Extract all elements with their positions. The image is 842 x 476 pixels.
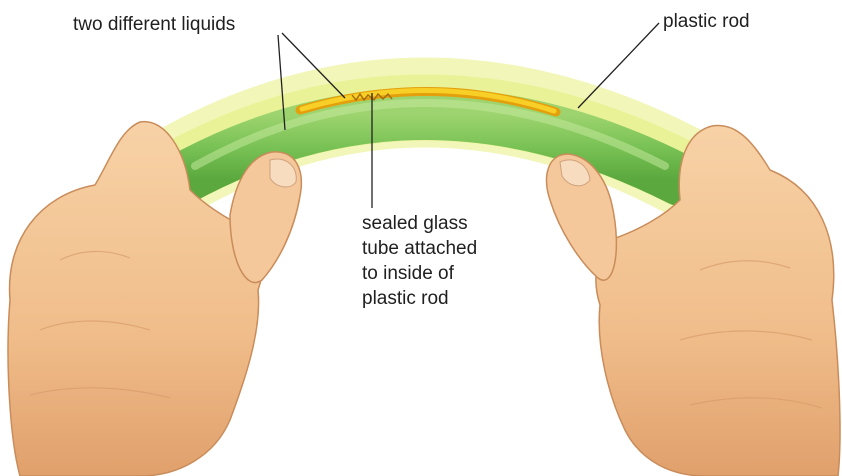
label-line: to inside of	[362, 261, 477, 286]
label-two-different-liquids: two different liquids	[73, 12, 235, 37]
label-line: tube attached	[362, 236, 477, 261]
left-hand	[8, 122, 301, 476]
label-line: plastic rod	[362, 286, 477, 311]
right-hand	[547, 125, 840, 476]
label-sealed-glass-tube: sealed glass tube attached to inside of …	[362, 211, 477, 311]
label-plastic-rod: plastic rod	[663, 9, 750, 34]
label-line: sealed glass	[362, 211, 477, 236]
